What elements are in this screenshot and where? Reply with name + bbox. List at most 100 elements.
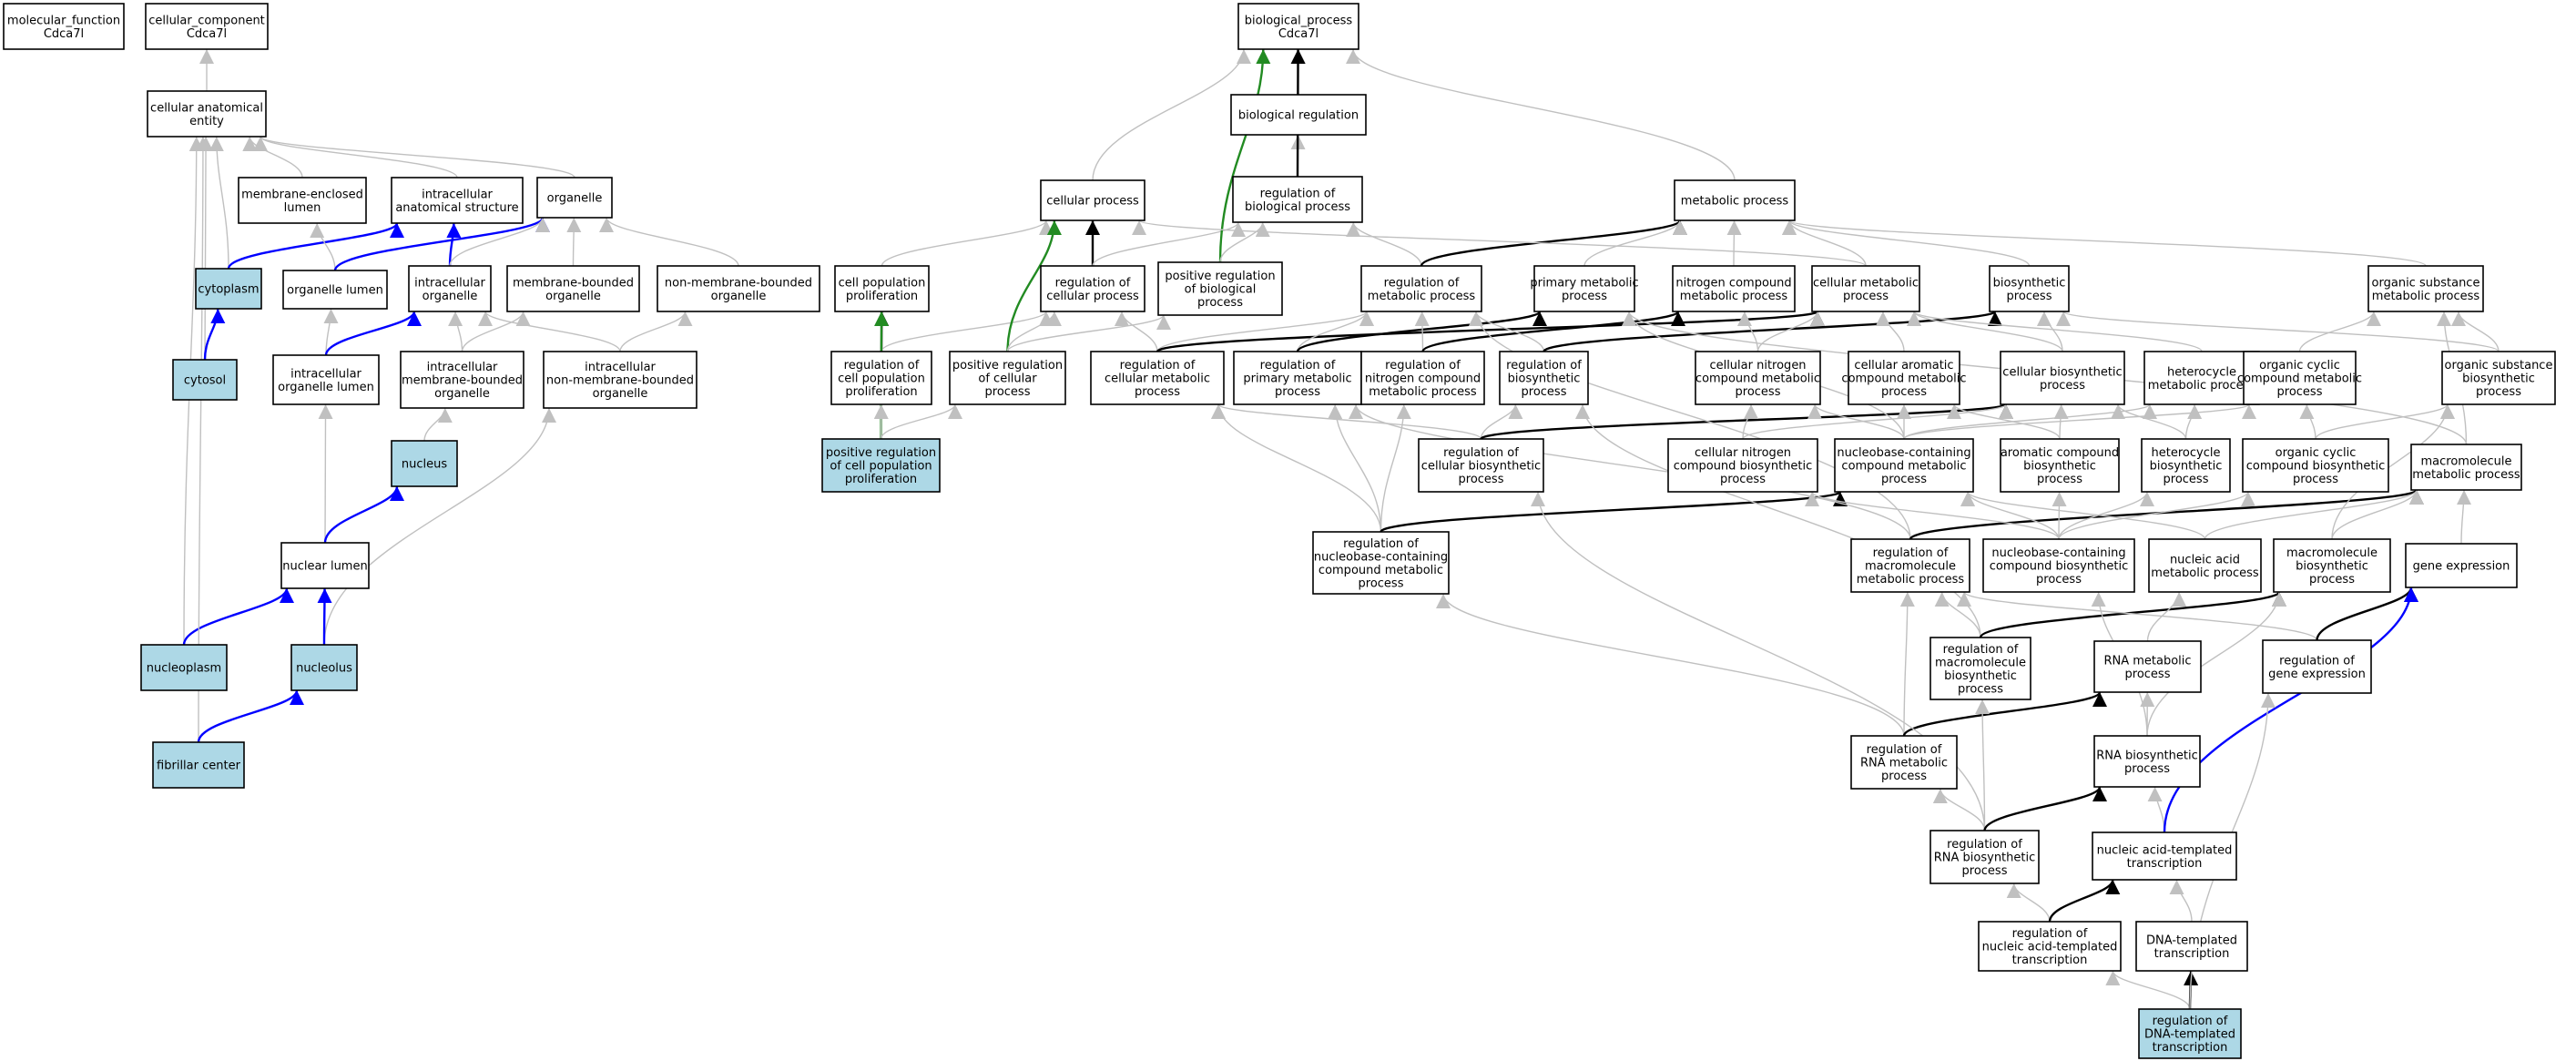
term-node-nuclumen[interactable]: nuclear lumen bbox=[280, 542, 370, 589]
edge-is-a-nucleus-to-imbo bbox=[423, 407, 453, 442]
term-label-line: cellular process bbox=[1046, 290, 1139, 303]
edge-is-a-nbcbp-to-occbp bbox=[2058, 491, 2255, 540]
term-box bbox=[1674, 179, 1796, 221]
term-box bbox=[1090, 351, 1225, 405]
term-label-line: biosynthetic bbox=[2150, 460, 2223, 474]
term-node-orglumen[interactable]: organelle lumen bbox=[282, 270, 388, 310]
term-node-cellproc[interactable]: cellular process bbox=[1040, 179, 1145, 221]
term-label-line: cellular_component bbox=[148, 14, 265, 27]
term-node-geneexp[interactable]: gene expression bbox=[2405, 543, 2518, 588]
term-node-bioreg[interactable]: biological regulation bbox=[1230, 94, 1367, 136]
term-node-metproc[interactable]: metabolic process bbox=[1674, 179, 1796, 221]
term-node-nucleoplasm[interactable]: nucleoplasm bbox=[140, 644, 228, 691]
term-box bbox=[1850, 735, 1958, 790]
term-label-line: regulation of bbox=[1873, 546, 1949, 560]
edge-is-a-regmacbp-to-regmacmp bbox=[1934, 591, 1981, 638]
term-box bbox=[830, 351, 932, 405]
term-node-regnbcmp[interactable]: regulation ofnucleobase-containingcompou… bbox=[1312, 531, 1450, 595]
term-node-organelle[interactable]: organelle bbox=[536, 177, 613, 219]
term-node-fibcenter[interactable]: fibrillar center bbox=[152, 741, 245, 789]
term-box bbox=[949, 351, 1066, 405]
term-label-line: positive regulation bbox=[952, 359, 1063, 372]
term-node-nucleolus[interactable]: nucleolus bbox=[290, 644, 358, 691]
edge-is-a-nbcmp-to-occmp bbox=[1903, 403, 2256, 440]
term-label-line: nucleus bbox=[402, 458, 447, 472]
term-label-line: RNA biosynthetic bbox=[1934, 852, 2036, 865]
term-node-inmbo[interactable]: intracellularnon-membrane-boundedorganel… bbox=[543, 351, 697, 409]
edge-is-a-ncmp-to-metproc bbox=[1726, 219, 1742, 267]
edge-is-a-posregcp-to-posregbp bbox=[1006, 314, 1171, 352]
edge-is-a-nbcmp-to-hmp bbox=[1903, 403, 2157, 440]
edge-is-a-regnatt-to-regrnabp bbox=[2006, 882, 2051, 923]
term-label-line: regulation of bbox=[1343, 537, 1419, 551]
term-label-line: process bbox=[2293, 473, 2338, 486]
term-label-line: regulation of bbox=[2012, 927, 2088, 941]
edge-is-a-occmp-to-osmp bbox=[2298, 311, 2381, 352]
edge-is-a-nbcbp-to-hbp bbox=[2058, 491, 2154, 540]
term-box bbox=[1230, 94, 1367, 136]
term-node-regmacbp[interactable]: regulation ofmacromoleculebiosyntheticpr… bbox=[1929, 637, 2031, 700]
term-node-cytoplasm[interactable]: cytoplasm bbox=[195, 268, 262, 310]
edge-is-a-regnbcmp-to-regpmp bbox=[1328, 403, 1382, 533]
term-label-line: process bbox=[2036, 573, 2082, 587]
term-node-nucleus[interactable]: nucleus bbox=[391, 440, 458, 487]
term-label-line: regulation of bbox=[2153, 1015, 2228, 1028]
term-node-cytosol[interactable]: cytosol bbox=[172, 359, 238, 401]
